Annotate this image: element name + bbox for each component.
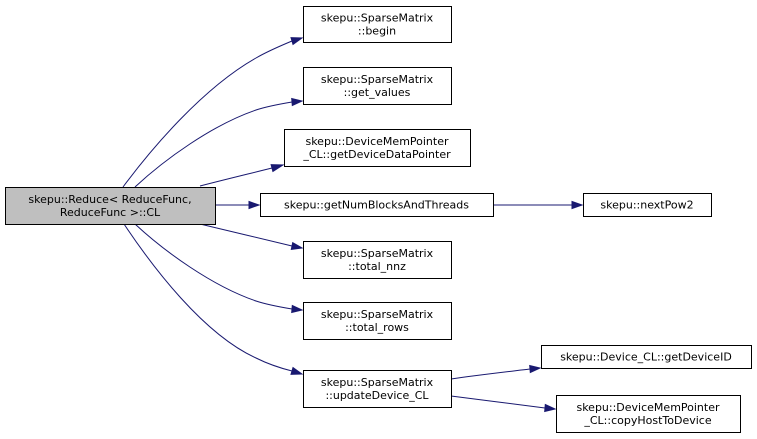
node-label-line: skepu::getNumBlocksAndThreads <box>284 199 469 212</box>
node-get-num-blocks-and-threads[interactable]: skepu::getNumBlocksAndThreads <box>260 193 494 217</box>
node-label-line: skepu::SparseMatrix <box>321 12 434 25</box>
edge-line <box>134 223 293 310</box>
edge-reduce-cl-to-get-num-blocks-and-threads <box>215 200 261 210</box>
node-box <box>303 241 452 279</box>
node-box <box>541 345 752 369</box>
node-label-line: ::begin <box>358 25 396 38</box>
node-reduce-cl: skepu::Reduce< ReduceFunc,ReduceFunc >::… <box>5 187 216 225</box>
arrowhead-icon <box>544 403 557 413</box>
node-box <box>303 370 452 408</box>
node-label-line: skepu::SparseMatrix <box>321 376 434 389</box>
edge-reduce-cl-to-sparse-update-device-cl <box>123 223 304 375</box>
node-label-line: skepu::nextPow2 <box>600 199 693 212</box>
node-devmem-copy-host-to-device[interactable]: skepu::DeviceMemPointer_CL::copyHostToDe… <box>556 395 741 433</box>
edges-layer <box>122 37 584 413</box>
edge-reduce-cl-to-sparse-total-nnz <box>199 223 304 250</box>
edge-line <box>123 223 293 372</box>
node-box <box>303 67 452 105</box>
node-label-line: ::total_nnz <box>348 260 406 273</box>
nodes-layer: skepu::Reduce< ReduceFunc,ReduceFunc >::… <box>5 6 752 433</box>
node-next-pow2[interactable]: skepu::nextPow2 <box>583 193 712 217</box>
node-device-cl-get-device-id[interactable]: skepu::Device_CL::getDeviceID <box>541 345 752 369</box>
edge-line <box>134 101 293 188</box>
node-label-line: skepu::SparseMatrix <box>321 308 434 321</box>
node-box <box>583 193 712 217</box>
edge-reduce-cl-to-sparse-begin <box>122 37 304 188</box>
edge-line <box>199 223 293 247</box>
node-sparse-total-rows[interactable]: skepu::SparseMatrix::total_rows <box>303 302 452 340</box>
node-box <box>260 193 494 217</box>
node-box <box>5 187 216 225</box>
arrowhead-icon <box>290 241 304 250</box>
edge-line <box>199 167 273 187</box>
node-label-line: skepu::Reduce< ReduceFunc, <box>28 193 191 206</box>
edge-reduce-cl-to-devmem-get-device-data-pointer <box>199 164 285 187</box>
edge-line <box>450 395 546 409</box>
node-label-line: _CL::getDeviceDataPointer <box>302 148 451 161</box>
edge-reduce-cl-to-sparse-get-values <box>134 97 304 188</box>
node-label-line: skepu::SparseMatrix <box>321 247 434 260</box>
node-sparse-get-values[interactable]: skepu::SparseMatrix::get_values <box>303 67 452 105</box>
edge-line <box>122 40 293 188</box>
arrowhead-icon <box>291 304 304 314</box>
node-box <box>303 6 452 43</box>
node-box <box>303 302 452 340</box>
node-box <box>556 395 741 433</box>
edge-get-num-blocks-and-threads-to-next-pow2 <box>493 200 584 210</box>
node-label-line: skepu::DeviceMemPointer <box>576 401 720 414</box>
node-label-line: skepu::Device_CL::getDeviceID <box>560 351 732 364</box>
node-devmem-get-device-data-pointer[interactable]: skepu::DeviceMemPointer_CL::getDeviceDat… <box>284 129 471 167</box>
edge-reduce-cl-to-sparse-total-rows <box>134 223 304 314</box>
node-label-line: ReduceFunc >::CL <box>60 206 161 219</box>
edge-sparse-update-device-cl-to-devmem-copy-host-to-device <box>450 395 557 413</box>
edge-line <box>450 368 531 380</box>
arrowhead-icon <box>290 37 304 46</box>
node-label-line: ::updateDevice_CL <box>325 389 429 402</box>
node-label-line: skepu::DeviceMemPointer <box>305 135 449 148</box>
node-sparse-total-nnz[interactable]: skepu::SparseMatrix::total_nnz <box>303 241 452 279</box>
arrowhead-icon <box>270 164 285 173</box>
node-sparse-begin[interactable]: skepu::SparseMatrix::begin <box>303 6 452 43</box>
node-label-line: ::get_values <box>344 86 411 99</box>
arrowhead-icon <box>571 200 584 210</box>
arrowhead-icon <box>291 97 304 107</box>
edge-sparse-update-device-cl-to-device-cl-get-device-id <box>450 364 542 380</box>
node-sparse-update-device-cl[interactable]: skepu::SparseMatrix::updateDevice_CL <box>303 370 452 408</box>
node-label-line: ::total_rows <box>345 321 409 334</box>
node-box <box>284 129 471 167</box>
node-label-line: _CL::copyHostToDevice <box>583 414 711 427</box>
node-label-line: skepu::SparseMatrix <box>321 73 434 86</box>
arrowhead-icon <box>248 200 261 210</box>
arrowhead-icon <box>529 364 542 374</box>
arrowhead-icon <box>290 366 304 375</box>
